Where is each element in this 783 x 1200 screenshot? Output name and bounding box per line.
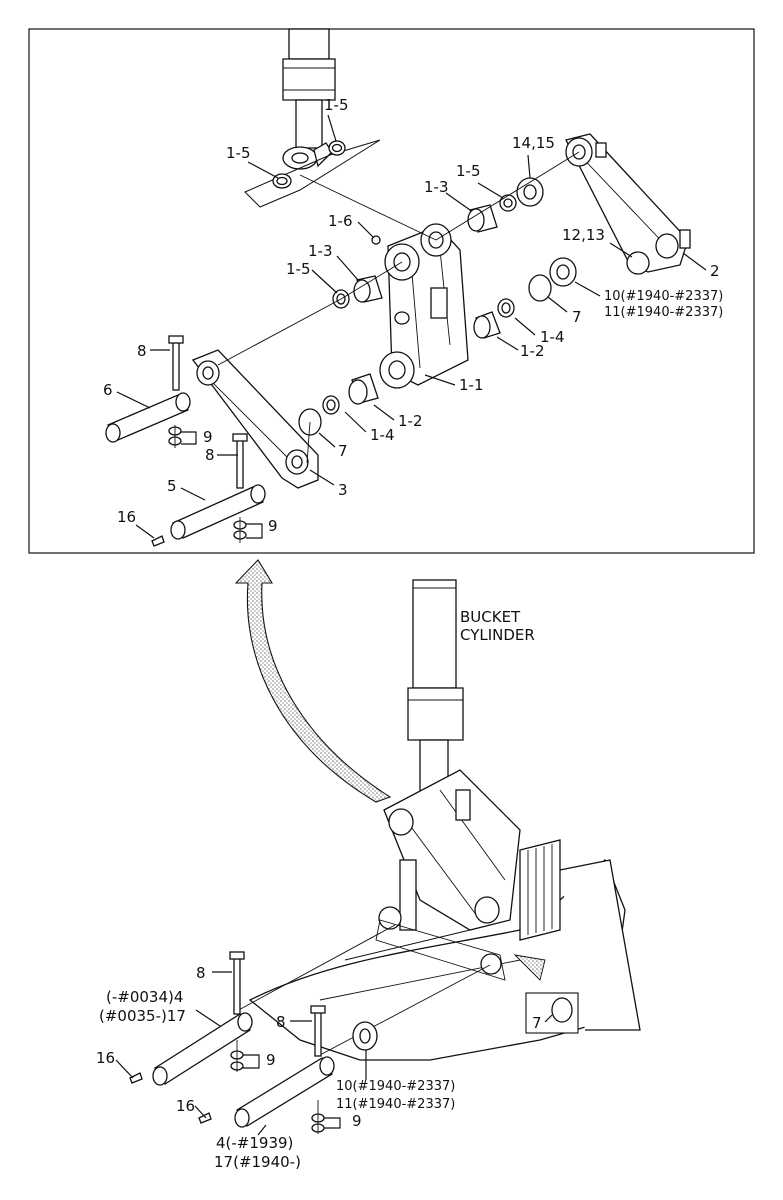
lower-linkage bbox=[234, 769, 521, 1056]
label-1-5-top: 1-5 bbox=[324, 96, 349, 114]
label-9-upper-a: 9 bbox=[203, 428, 213, 446]
label-8-upper-a: 8 bbox=[137, 342, 147, 360]
label-11-upper: 11(#1940-#2337) bbox=[604, 305, 723, 320]
lower-pins bbox=[129, 951, 378, 1134]
label-12-13: 12,13 bbox=[562, 226, 605, 244]
label-1-4-left: 1-4 bbox=[370, 426, 395, 444]
detail-frame bbox=[28, 28, 755, 554]
detail-arrow bbox=[234, 559, 392, 803]
label-17-lower-b: 17(#1940-) bbox=[214, 1153, 301, 1171]
label-16-lower-b: 16 bbox=[176, 1097, 195, 1115]
lower-bucket-cylinder bbox=[407, 579, 464, 801]
label-1-5-left: 1-5 bbox=[226, 144, 251, 162]
label-4-lower-a: (-#0034)4 bbox=[106, 988, 183, 1006]
upper-cylinder-rod bbox=[244, 28, 381, 208]
label-10-upper: 10(#1940-#2337) bbox=[604, 289, 723, 304]
label-9-lower-a: 9 bbox=[266, 1051, 276, 1069]
cylinder-label-line2: CYLINDER bbox=[460, 626, 535, 644]
upper-labels: 1-5 1-5 1-5 14,15 1-3 1-6 1-3 12,13 1-5 … bbox=[103, 96, 723, 535]
label-14-15: 14,15 bbox=[512, 134, 555, 152]
label-8-upper-b: 8 bbox=[205, 446, 215, 464]
link-2 bbox=[565, 133, 691, 275]
label-4-lower-b: 4(-#1939) bbox=[216, 1134, 293, 1152]
label-8-lower-a: 8 bbox=[196, 964, 206, 982]
label-11-lower: 11(#1940-#2337) bbox=[336, 1097, 455, 1112]
oring-arrow bbox=[513, 954, 546, 981]
upper-center-lines bbox=[217, 151, 580, 464]
label-2: 2 bbox=[710, 262, 720, 280]
label-1-3-left: 1-3 bbox=[308, 242, 333, 260]
label-10-lower: 10(#1940-#2337) bbox=[336, 1079, 455, 1094]
label-3: 3 bbox=[338, 481, 348, 499]
label-8-lower-b: 8 bbox=[276, 1013, 286, 1031]
lower-leaders bbox=[115, 971, 553, 1136]
label-1-2-left: 1-2 bbox=[398, 412, 423, 430]
label-7-left: 7 bbox=[338, 442, 348, 460]
label-16-lower-a: 16 bbox=[96, 1049, 115, 1067]
label-1-3-right: 1-3 bbox=[424, 178, 449, 196]
label-1-2-right: 1-2 bbox=[520, 342, 545, 360]
label-6: 6 bbox=[103, 381, 113, 399]
link-3 bbox=[191, 349, 319, 489]
cylinder-label-line1: BUCKET bbox=[460, 608, 521, 626]
label-1-1: 1-1 bbox=[459, 376, 484, 394]
label-1-5-right: 1-5 bbox=[456, 162, 481, 180]
label-17-lower-a: (#0035-)17 bbox=[99, 1007, 186, 1025]
label-7-lower: 7 bbox=[532, 1014, 542, 1032]
label-16-upper: 16 bbox=[117, 508, 136, 526]
link-1-1 bbox=[379, 223, 469, 389]
label-1-4-right: 1-4 bbox=[540, 328, 565, 346]
label-9-upper-b: 9 bbox=[268, 517, 278, 535]
label-5: 5 bbox=[167, 477, 177, 495]
upper-leaders bbox=[116, 114, 707, 539]
label-1-5-lower: 1-5 bbox=[286, 260, 311, 278]
label-9-lower-b: 9 bbox=[352, 1112, 362, 1130]
upper-pins bbox=[105, 335, 266, 547]
label-1-6: 1-6 bbox=[328, 212, 353, 230]
label-7-right: 7 bbox=[572, 308, 582, 326]
upper-small-parts bbox=[298, 177, 577, 436]
lower-oring-callout bbox=[525, 992, 579, 1034]
lower-labels: BUCKET CYLINDER 8 (-#0034)4 (#0035-)17 8… bbox=[96, 608, 542, 1171]
